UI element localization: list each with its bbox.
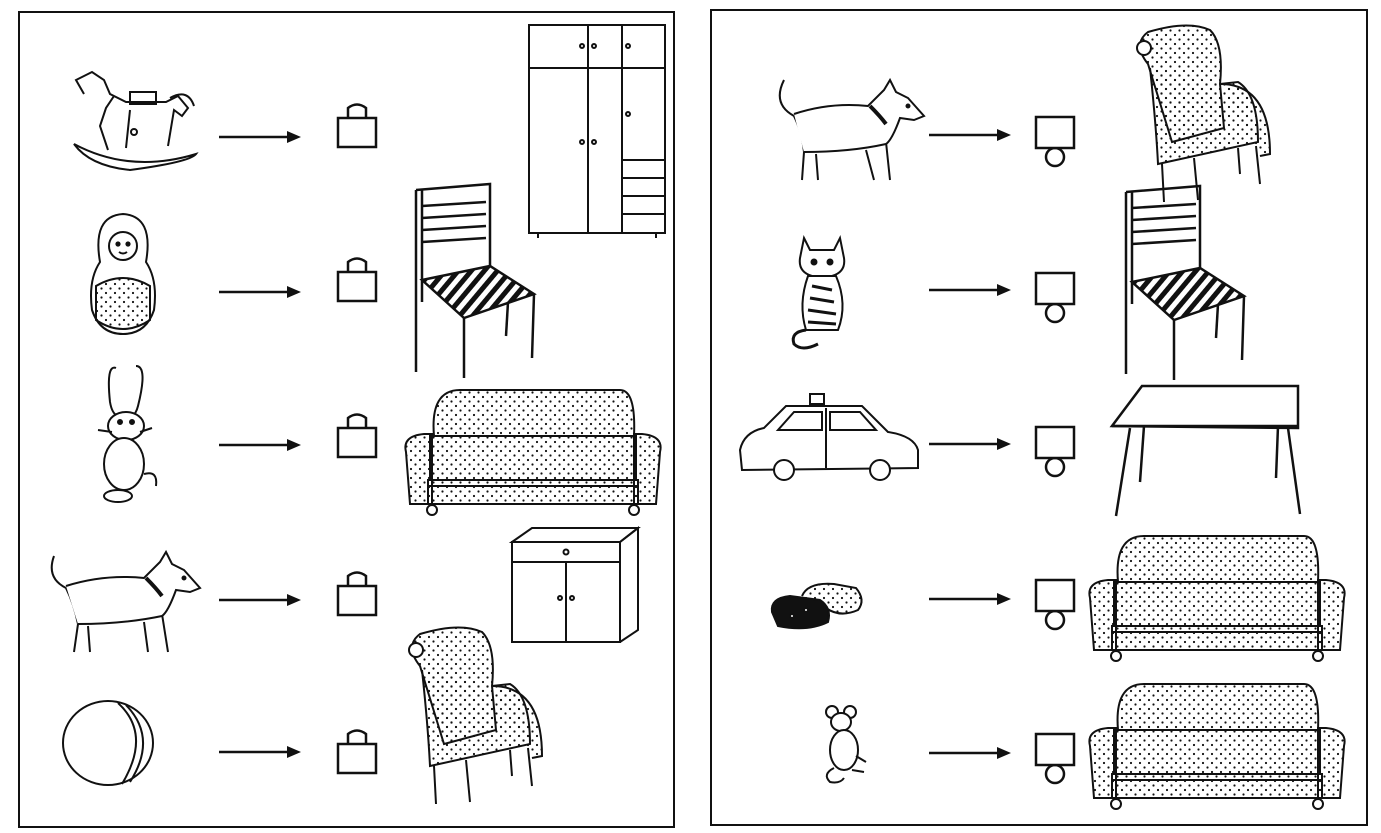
- sofa-icon: [1084, 680, 1350, 814]
- padlock-icon: [336, 103, 378, 149]
- chair-icon: [412, 182, 538, 378]
- sofa-icon: [400, 386, 666, 520]
- square-circle-icon: [1033, 577, 1077, 631]
- square-circle-icon: [1033, 114, 1077, 168]
- sofa-icon: [1084, 532, 1350, 666]
- rocking-horse-icon: [70, 66, 200, 176]
- arrow-icon: [219, 286, 301, 298]
- bunny-icon: [92, 362, 166, 508]
- arrow-icon: [929, 747, 1011, 759]
- arrow-icon: [929, 284, 1011, 296]
- ball-icon: [60, 698, 156, 788]
- table-icon: [1108, 382, 1304, 518]
- wardrobe-icon: [526, 22, 668, 240]
- matryoshka-doll-icon: [86, 210, 160, 338]
- padlock-icon: [336, 257, 378, 303]
- taxi-car-icon: [738, 392, 920, 480]
- chair-icon: [1122, 184, 1248, 380]
- padlock-icon: [336, 413, 378, 459]
- slippers-icon: [768, 578, 866, 632]
- dog-icon: [44, 548, 204, 658]
- arrow-icon: [219, 594, 301, 606]
- arrow-icon: [929, 129, 1011, 141]
- arrow-icon: [929, 438, 1011, 450]
- square-circle-icon: [1033, 424, 1077, 478]
- mouse-icon: [818, 704, 870, 786]
- arrow-icon: [219, 131, 301, 143]
- padlock-icon: [336, 729, 378, 775]
- arrow-icon: [219, 746, 301, 758]
- cabinet-icon: [508, 526, 640, 646]
- dog-icon: [770, 76, 928, 186]
- armchair-icon: [1128, 24, 1280, 206]
- armchair-icon: [400, 626, 552, 808]
- cat-icon: [790, 234, 854, 352]
- arrow-icon: [219, 439, 301, 451]
- arrow-icon: [929, 593, 1011, 605]
- square-circle-icon: [1033, 270, 1077, 324]
- square-circle-icon: [1033, 731, 1077, 785]
- padlock-icon: [336, 571, 378, 617]
